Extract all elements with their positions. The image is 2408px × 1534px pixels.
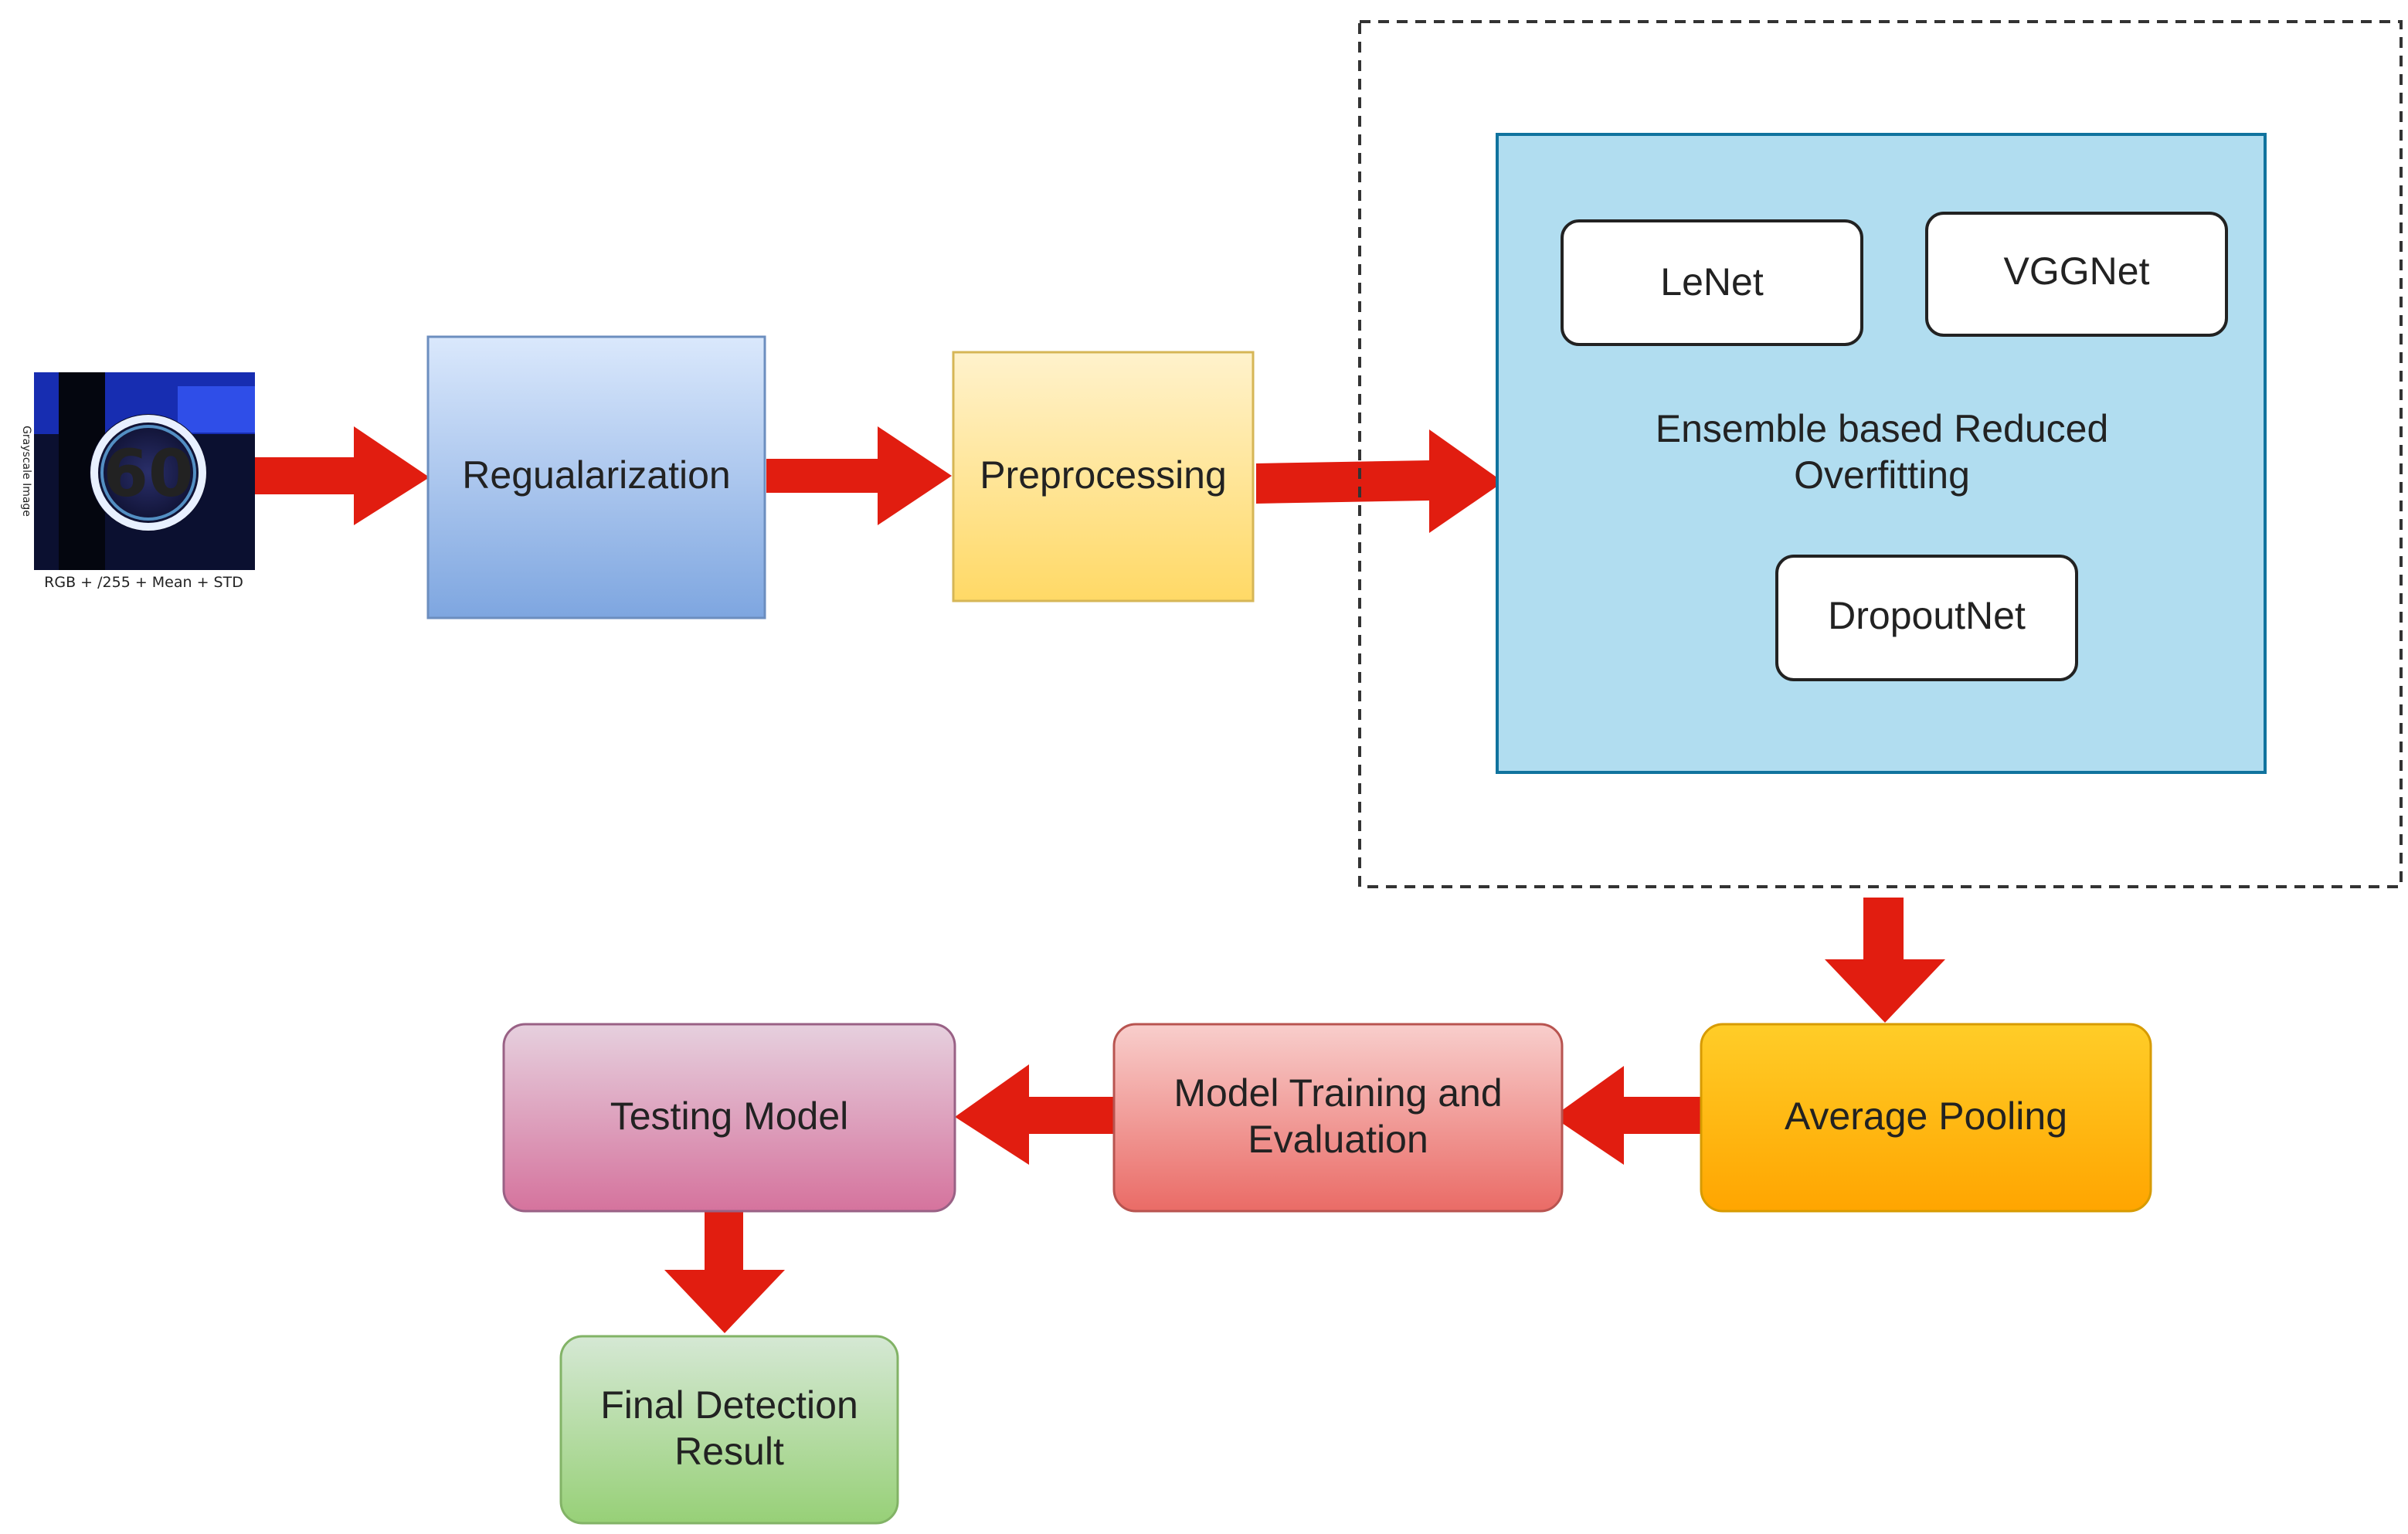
arrow-preprocessing-to-ensemble (1256, 429, 1503, 533)
input-image-highlight (178, 386, 255, 433)
regularization-label: Regualarization (462, 453, 730, 497)
final-result-box (559, 1335, 899, 1525)
final-result-label-line1: Final Detection (600, 1383, 858, 1427)
arrow-regularization-to-preprocessing (766, 426, 952, 525)
lenet-label: LeNet (1660, 260, 1764, 304)
arrow-ensemble-to-pooling (1825, 898, 1945, 1023)
average-pooling-box (1700, 1023, 2152, 1213)
input-image-caption: RGB + /255 + Mean + STD (44, 574, 243, 591)
preprocessing-box (952, 351, 1255, 602)
dropoutnet-node: DropoutNet (1775, 555, 2078, 681)
final-result-label-line2: Result (674, 1430, 784, 1473)
regularization-node: Regualarization (426, 335, 766, 619)
arrow-input-to-regularization (255, 426, 430, 525)
preprocessing-label: Preprocessing (980, 453, 1227, 497)
preprocessing-node: Preprocessing (952, 351, 1255, 602)
arrow-training-to-testing (955, 1064, 1114, 1165)
model-training-box (1112, 1023, 1564, 1213)
speed-sign-number: 60 (104, 436, 194, 511)
regularization-box (426, 335, 766, 619)
testing-model-label: Testing Model (610, 1095, 849, 1138)
model-training-node: Model Training and Evaluation (1112, 1023, 1564, 1213)
arrow-pooling-to-training (1553, 1066, 1701, 1165)
lenet-node: LeNet (1561, 219, 1863, 346)
ensemble-group: Ensemble based Reduced Overfitting LeNet… (1358, 20, 2403, 888)
vggnet-node: VGGNet (1925, 212, 2228, 337)
lenet-box (1561, 219, 1863, 346)
testing-model-node: Testing Model (502, 1023, 956, 1213)
vggnet-label: VGGNet (2004, 249, 2150, 293)
dropoutnet-box (1775, 555, 2078, 681)
dropoutnet-label: DropoutNet (1828, 594, 2026, 637)
vggnet-box (1925, 212, 2228, 337)
final-result-node: Final Detection Result (559, 1335, 899, 1525)
arrows (255, 426, 1945, 1333)
speed-sign-inner-ring (100, 425, 196, 521)
input-image: 60 Grayscale Image RGB + /255 + Mean + S… (20, 372, 255, 591)
input-image-side-caption: Grayscale Image (20, 426, 32, 517)
average-pooling-label: Average Pooling (1785, 1095, 2067, 1138)
model-training-label-line2: Evaluation (1248, 1118, 1428, 1161)
arrow-testing-to-result (664, 1210, 785, 1333)
average-pooling-node: Average Pooling (1700, 1023, 2152, 1213)
speed-sign-ring (90, 415, 206, 531)
ensemble-label-line2: Overfitting (1794, 453, 1970, 497)
model-training-label-line1: Model Training and (1173, 1071, 1502, 1115)
ensemble-label-line1: Ensemble based Reduced (1656, 407, 2109, 450)
ensemble-group-border (1358, 20, 2403, 888)
speed-sign-plate (90, 414, 207, 531)
testing-model-box (502, 1023, 956, 1213)
